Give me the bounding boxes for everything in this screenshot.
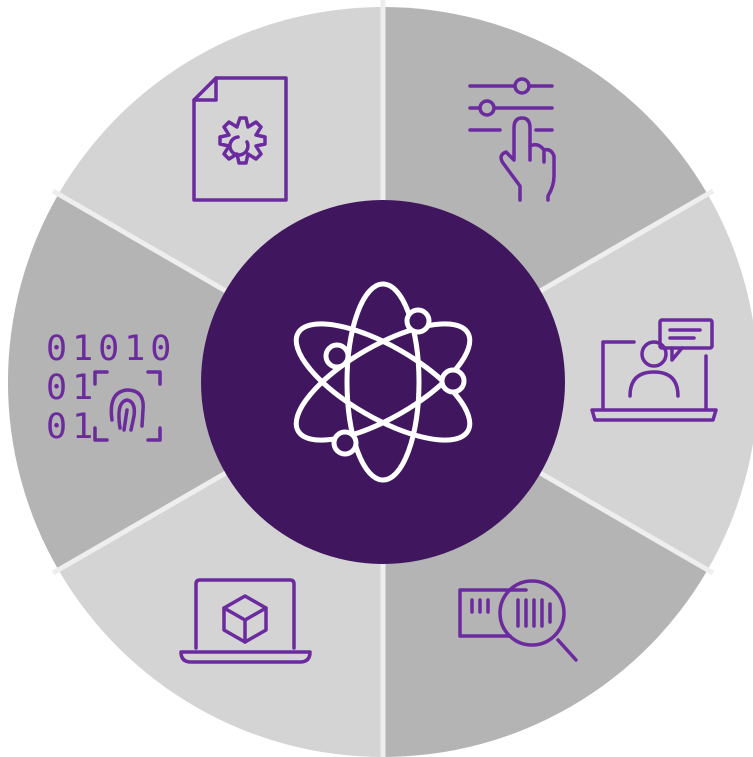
binary-row-1: 01010 (46, 329, 176, 369)
laptop-chat-user-icon (590, 318, 718, 422)
binary-fingerprint-icon: 01010 01 01 (46, 329, 176, 447)
binary-row-2: 01 (46, 368, 98, 408)
barcode-magnifier-icon (458, 579, 578, 662)
sliders-touch-icon (468, 77, 556, 202)
center-circle (201, 200, 565, 564)
document-gear-icon (192, 76, 288, 202)
binary-row-3: 01 (46, 407, 98, 447)
laptop-cube-icon (179, 578, 312, 664)
segment-right (383, 194, 753, 570)
segment-left (7, 194, 383, 570)
atom-icon (293, 281, 473, 483)
